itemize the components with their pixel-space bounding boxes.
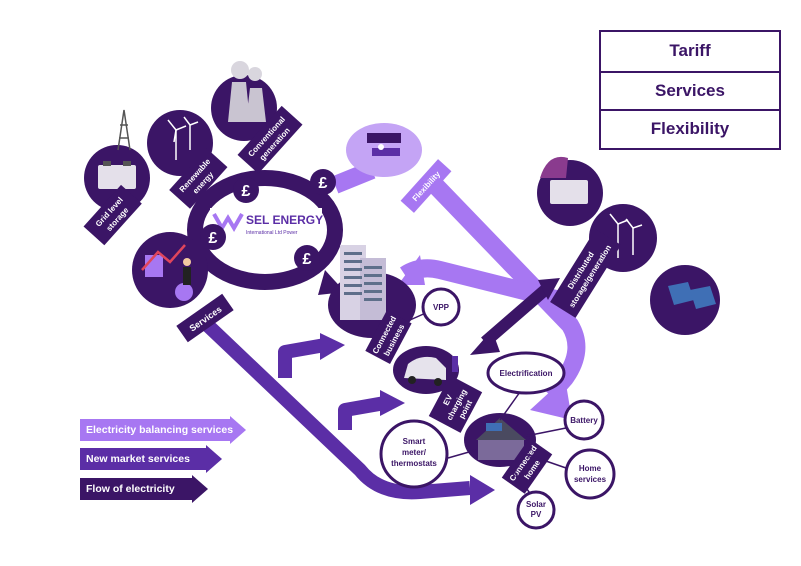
svg-text:Solar: Solar — [526, 500, 546, 509]
electricity-flow-arrow — [481, 285, 549, 347]
svg-text:meter/: meter/ — [402, 448, 427, 457]
smart-meter-bubble: Smart meter/ thermostats — [379, 419, 449, 489]
svg-text:Electrification: Electrification — [500, 369, 553, 378]
person-icon — [183, 258, 191, 266]
key-market-services: New market services — [80, 445, 245, 473]
pylon-icon — [117, 109, 131, 151]
services-node — [132, 232, 208, 308]
grid-storage-node — [84, 109, 150, 211]
distributed-solar-node — [650, 265, 720, 335]
key-balancing-label: Electricity balancing services — [86, 424, 234, 436]
svg-text:Home: Home — [579, 464, 602, 473]
key-flow-label: Flow of electricity — [86, 483, 175, 495]
logo-tagline: International Ltd Power — [246, 230, 298, 236]
key-balancing-services: Electricity balancing services — [80, 416, 246, 444]
balancing-arrowhead-2 — [398, 255, 425, 285]
svg-text:Battery: Battery — [570, 416, 598, 425]
solar-pv-bubble: Solar PV — [516, 490, 556, 530]
solar-panel-icon — [668, 282, 716, 309]
legend-flexibility: Flexibility — [601, 109, 779, 148]
electrification-bubble: Electrification — [486, 351, 566, 395]
balancing-arrowhead-1 — [530, 378, 572, 420]
legend-tariff: Tariff — [669, 41, 711, 61]
key-market-label: New market services — [86, 453, 190, 465]
market-arrowhead-2 — [320, 333, 345, 360]
logo: SEL ENERGY International Ltd Power — [212, 213, 323, 236]
renewable-label: Renewable energy — [169, 148, 228, 209]
pound-icon: £ — [200, 224, 226, 250]
ev-charging-node — [393, 346, 459, 394]
legend-services: Services — [601, 70, 779, 110]
car-icon — [404, 356, 446, 380]
battery-bubble: Battery — [563, 399, 605, 441]
svg-text:£: £ — [319, 175, 328, 192]
ev-charging-label: EV charging point — [428, 375, 483, 433]
svg-text:£: £ — [303, 251, 312, 268]
battery-icon — [550, 180, 588, 204]
svg-text:services: services — [574, 475, 607, 484]
control-room-node — [346, 123, 422, 177]
vpp-bubble: VPP — [421, 287, 461, 327]
wind-turbine-icon — [609, 213, 643, 258]
market-flow-paths — [195, 312, 471, 500]
market-arrowhead-1 — [470, 475, 495, 505]
grid-storage-label: Grid level storage — [83, 184, 142, 246]
svg-text:thermostats: thermostats — [391, 459, 437, 468]
svg-text:Smart: Smart — [403, 437, 426, 446]
svg-text:VPP: VPP — [433, 303, 450, 312]
key-flow-electricity: Flow of electricity — [80, 475, 245, 503]
pound-icon: £ — [233, 177, 259, 203]
logo-backdrop — [210, 208, 322, 244]
central-ring — [187, 170, 343, 290]
battery-icon — [98, 165, 136, 189]
connected-business-node — [328, 245, 416, 338]
svg-text:£: £ — [242, 183, 251, 200]
connected-home-node — [464, 413, 536, 467]
connected-home-label: Connected home — [501, 438, 553, 494]
wind-turbine-icon — [167, 116, 199, 160]
logo-mark-icon — [212, 213, 244, 232]
conventional-node — [211, 61, 277, 141]
electricity-arrowhead-2 — [538, 278, 560, 300]
renewable-node — [147, 110, 213, 176]
electricity-arrowhead-1 — [470, 330, 500, 355]
svg-text:PV: PV — [531, 510, 542, 519]
market-arrowhead-3 — [380, 390, 405, 416]
svg-text:£: £ — [209, 230, 218, 247]
distributed-label: Distributed storage/generation — [550, 229, 622, 318]
legend-table: Tariff Services Flexibility — [599, 30, 781, 150]
charger-icon — [452, 356, 458, 372]
pound-icon: £ — [294, 245, 320, 271]
cooling-tower-icon — [228, 82, 266, 122]
monitor-icon — [367, 133, 401, 143]
storage-tank-icon — [540, 156, 568, 178]
home-services-bubble: Home services — [564, 448, 616, 500]
logo-name: SEL ENERGY — [246, 213, 323, 227]
pound-icon: £ — [310, 169, 336, 195]
office-building-icon — [340, 245, 386, 320]
distributed-storage-node — [537, 156, 603, 226]
house-icon — [476, 418, 526, 460]
